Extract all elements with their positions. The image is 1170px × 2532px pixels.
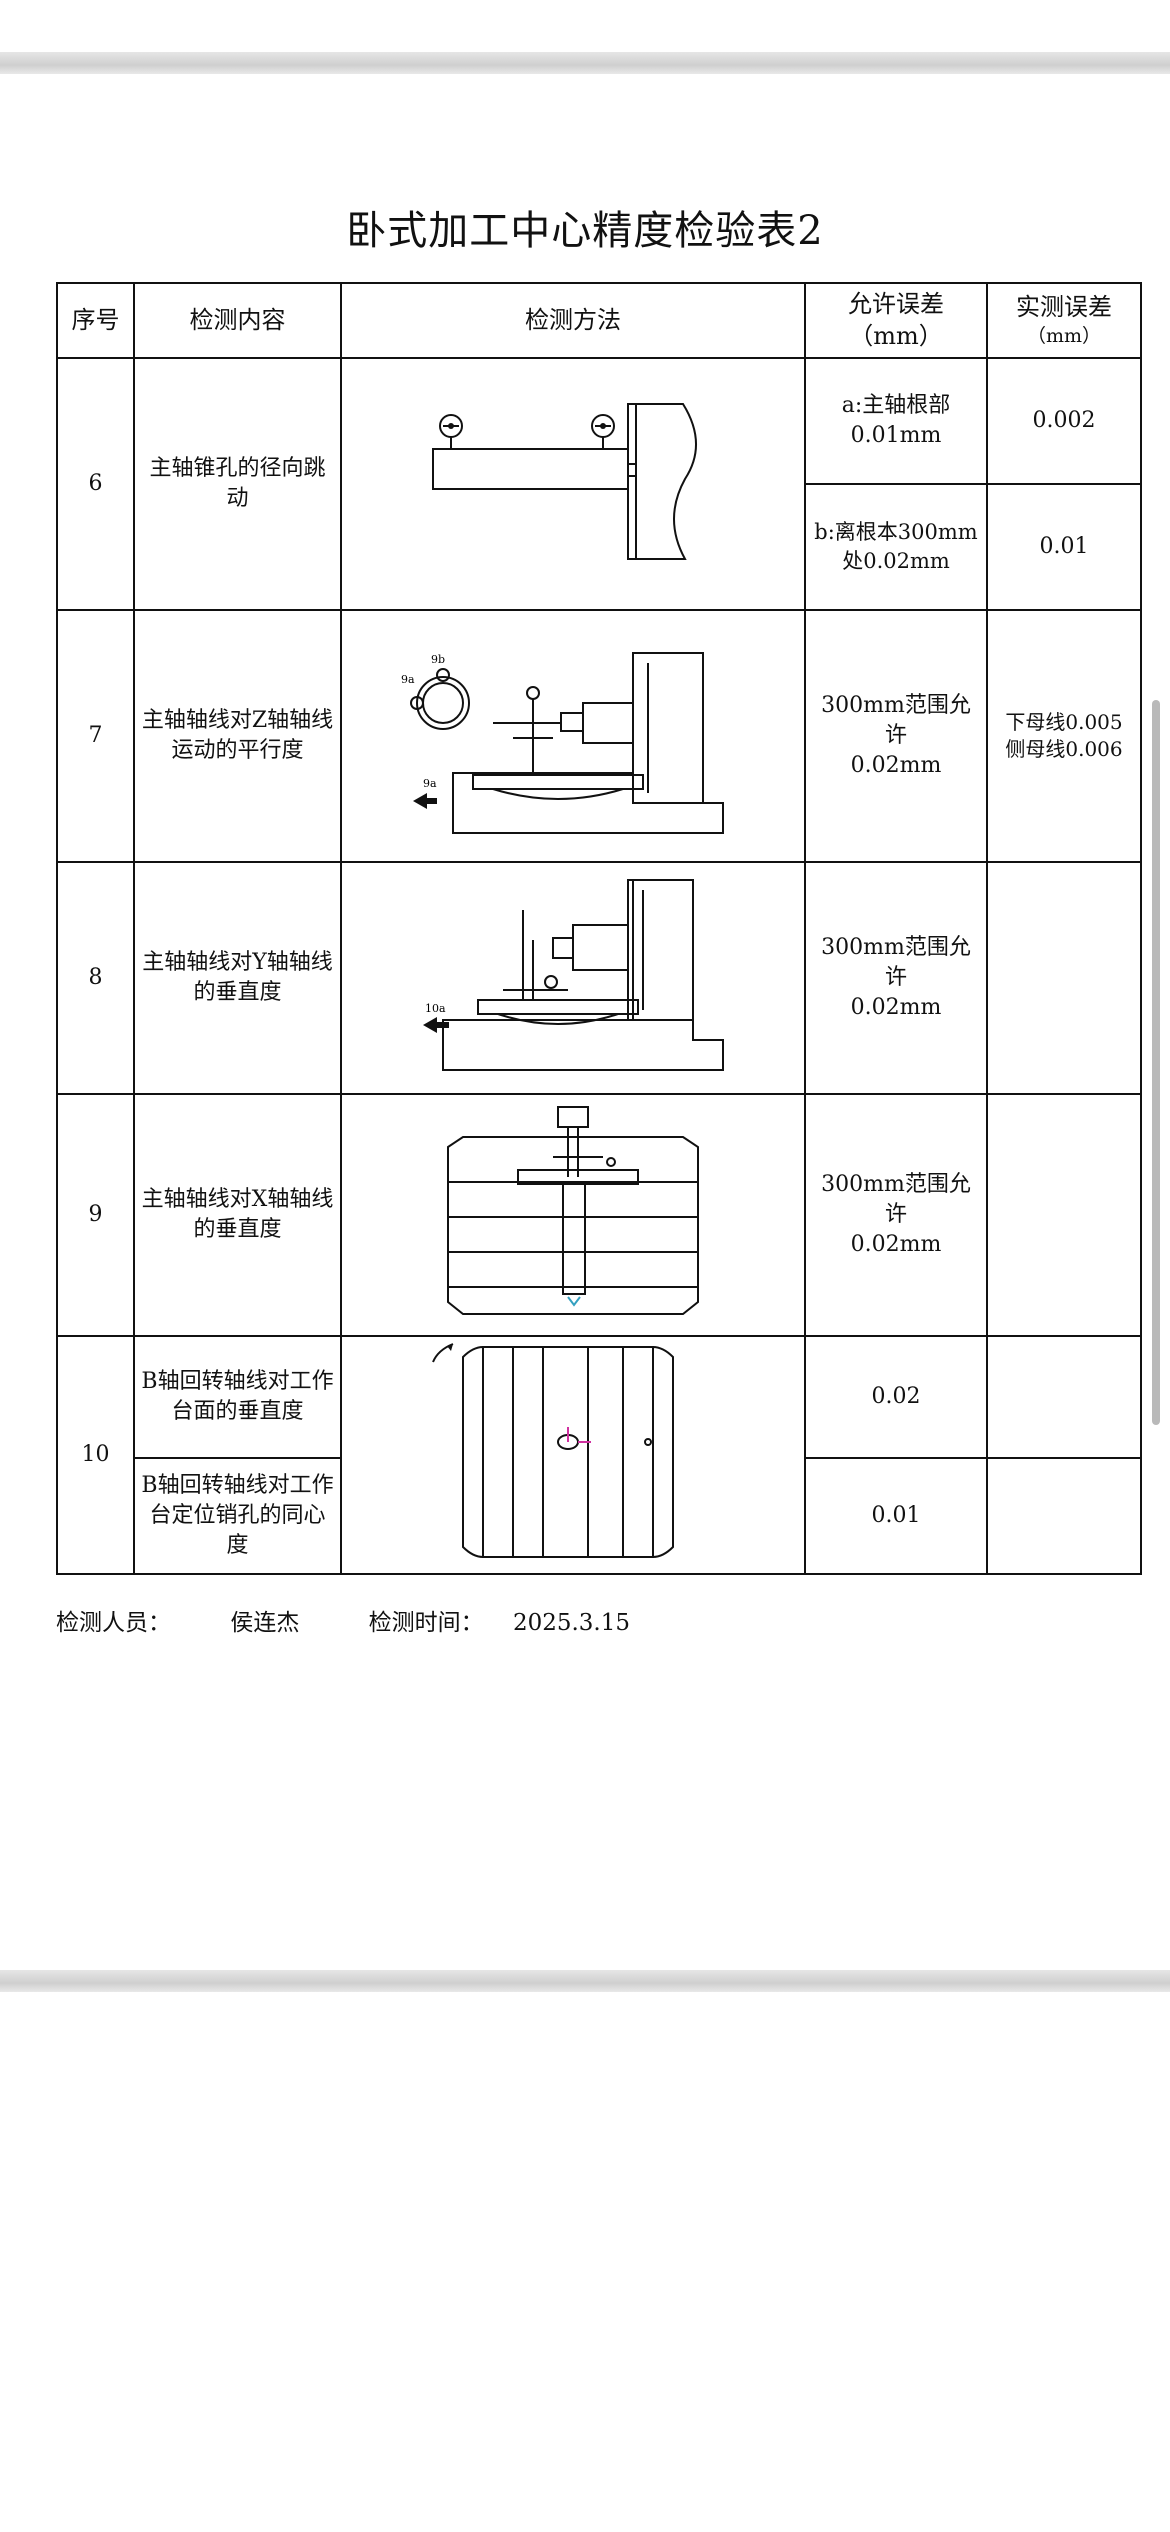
page-top-edge xyxy=(0,52,1170,74)
spindle-runout-diagram xyxy=(432,402,697,560)
b-axis-rotation-diagram xyxy=(432,1343,674,1559)
row10-method-figure xyxy=(340,1334,806,1575)
row6-allowed-a: a:主轴根部 0.01mm xyxy=(804,356,988,485)
table-row: 9 主轴轴线对X轴轴线的垂直度 xyxy=(56,1092,1142,1337)
row6-allowed-b: b:离根本300mm 处0.02mm xyxy=(804,482,988,611)
row10-measured-a xyxy=(986,1334,1142,1459)
header-content: 检测内容 xyxy=(133,282,342,359)
z-axis-parallelism-diagram: 9b 9a 9a xyxy=(401,652,724,835)
row7-measured-line2: 侧母线0.006 xyxy=(1005,736,1123,761)
row9-allowed: 300mm范围允许 0.02mm xyxy=(804,1092,988,1337)
x-axis-perpendicularity-diagram xyxy=(447,1106,699,1316)
row8-allowed-line1: 300mm范围允许 xyxy=(821,935,971,990)
table-row: 8 主轴轴线对Y轴轴线的垂直度 10a xyxy=(56,860,1142,1095)
header-method: 检测方法 xyxy=(340,282,806,359)
row8-allowed-line2: 0.02mm xyxy=(850,994,942,1020)
y-axis-perpendicularity-diagram: 10a xyxy=(423,879,724,1072)
row6-allowed-b-line2: 处0.02mm xyxy=(842,548,950,573)
row9-allowed-line2: 0.02mm xyxy=(850,1231,942,1257)
row6-content: 主轴锥孔的径向跳动 xyxy=(133,356,342,611)
date-label: 检测时间： xyxy=(368,1610,484,1636)
row9-measured xyxy=(986,1092,1142,1337)
row6-no: 6 xyxy=(56,356,135,611)
table-row: B轴回转轴线对工作台定位销孔的同心度 0.01 xyxy=(57,1456,1142,1575)
header-measured: 实测误差 （mm） xyxy=(986,282,1142,359)
header-no: 序号 xyxy=(56,282,135,359)
signature-line: 检测人员： 侯连杰 检测时间： 2025.3.15 xyxy=(56,1603,630,1637)
row6-allowed-a-line1: a:主轴根部 xyxy=(841,393,951,419)
row8-method-figure: 10a xyxy=(340,860,806,1095)
table-header-row: 序号 检测内容 检测方法 允许误差（mm） 实测误差 （mm） xyxy=(56,282,1142,359)
header-measured-line1: 实测误差 xyxy=(1016,293,1112,322)
row8-allowed: 300mm范围允许 0.02mm xyxy=(804,860,988,1095)
row7-method-figure: 9b 9a 9a xyxy=(340,608,806,863)
scrollbar-thumb[interactable] xyxy=(1152,700,1160,1425)
row10-content-a: B轴回转轴线对工作台面的垂直度 xyxy=(133,1334,342,1459)
table-row: 7 主轴轴线对Z轴轴线运动的平行度 xyxy=(56,608,1142,863)
row6-allowed-a-line2: 0.01mm xyxy=(850,422,942,448)
row7-content: 主轴轴线对Z轴轴线运动的平行度 xyxy=(133,608,342,863)
row9-no: 9 xyxy=(56,1092,135,1337)
date-value: 2025.3.15 xyxy=(512,1610,630,1636)
fig-label: 9a xyxy=(423,777,437,790)
table-row: 6 主轴锥孔的径向跳动 a:主 xyxy=(56,356,1142,611)
page-bottom-edge xyxy=(0,1970,1170,1992)
table-row: 10 B轴回转轴线对工作台面的垂直度 xyxy=(56,1334,1142,1575)
row6-allowed-b-line1: b:离根本300mm xyxy=(814,520,978,545)
row10-allowed-a: 0.02 xyxy=(804,1334,988,1459)
row8-no: 8 xyxy=(56,860,135,1095)
row7-no: 7 xyxy=(56,608,135,863)
row10-measured-b xyxy=(986,1456,1142,1575)
fig-label: 9b xyxy=(431,653,445,666)
row9-allowed-line1: 300mm范围允许 xyxy=(821,1172,971,1227)
header-allowed: 允许误差（mm） xyxy=(804,282,988,359)
row6-method-figure xyxy=(340,356,806,611)
inspection-table: 序号 检测内容 检测方法 允许误差（mm） 实测误差 （mm） 6 主轴锥孔的径… xyxy=(56,282,1142,1575)
row8-measured xyxy=(986,860,1142,1095)
table-row: b:离根本300mm 处0.02mm 0.01 xyxy=(57,482,1142,611)
row10-content-b: B轴回转轴线对工作台定位销孔的同心度 xyxy=(133,1456,342,1575)
row7-allowed-line2: 0.02mm xyxy=(850,752,942,778)
row9-content: 主轴轴线对X轴轴线的垂直度 xyxy=(133,1092,342,1337)
row10-allowed-b: 0.01 xyxy=(804,1456,988,1575)
row10-no: 10 xyxy=(56,1334,135,1575)
document-title: 卧式加工中心精度检验表2 xyxy=(346,208,824,254)
row6-measured-a: 0.002 xyxy=(986,356,1142,485)
row7-allowed-line1: 300mm范围允许 xyxy=(821,693,971,748)
row8-content: 主轴轴线对Y轴轴线的垂直度 xyxy=(133,860,342,1095)
row7-measured: 下母线0.005 侧母线0.006 xyxy=(986,608,1142,863)
fig-label: 10a xyxy=(425,1002,446,1015)
row7-measured-line1: 下母线0.005 xyxy=(1005,709,1123,734)
inspector-label: 检测人员： xyxy=(56,1610,171,1636)
header-measured-line2: （mm） xyxy=(1026,324,1102,347)
row7-allowed: 300mm范围允许 0.02mm xyxy=(804,608,988,863)
inspector-name: 侯连杰 xyxy=(230,1610,300,1636)
row6-measured-b: 0.01 xyxy=(986,482,1142,611)
fig-label: 9a xyxy=(401,673,415,686)
row9-method-figure xyxy=(340,1092,806,1337)
